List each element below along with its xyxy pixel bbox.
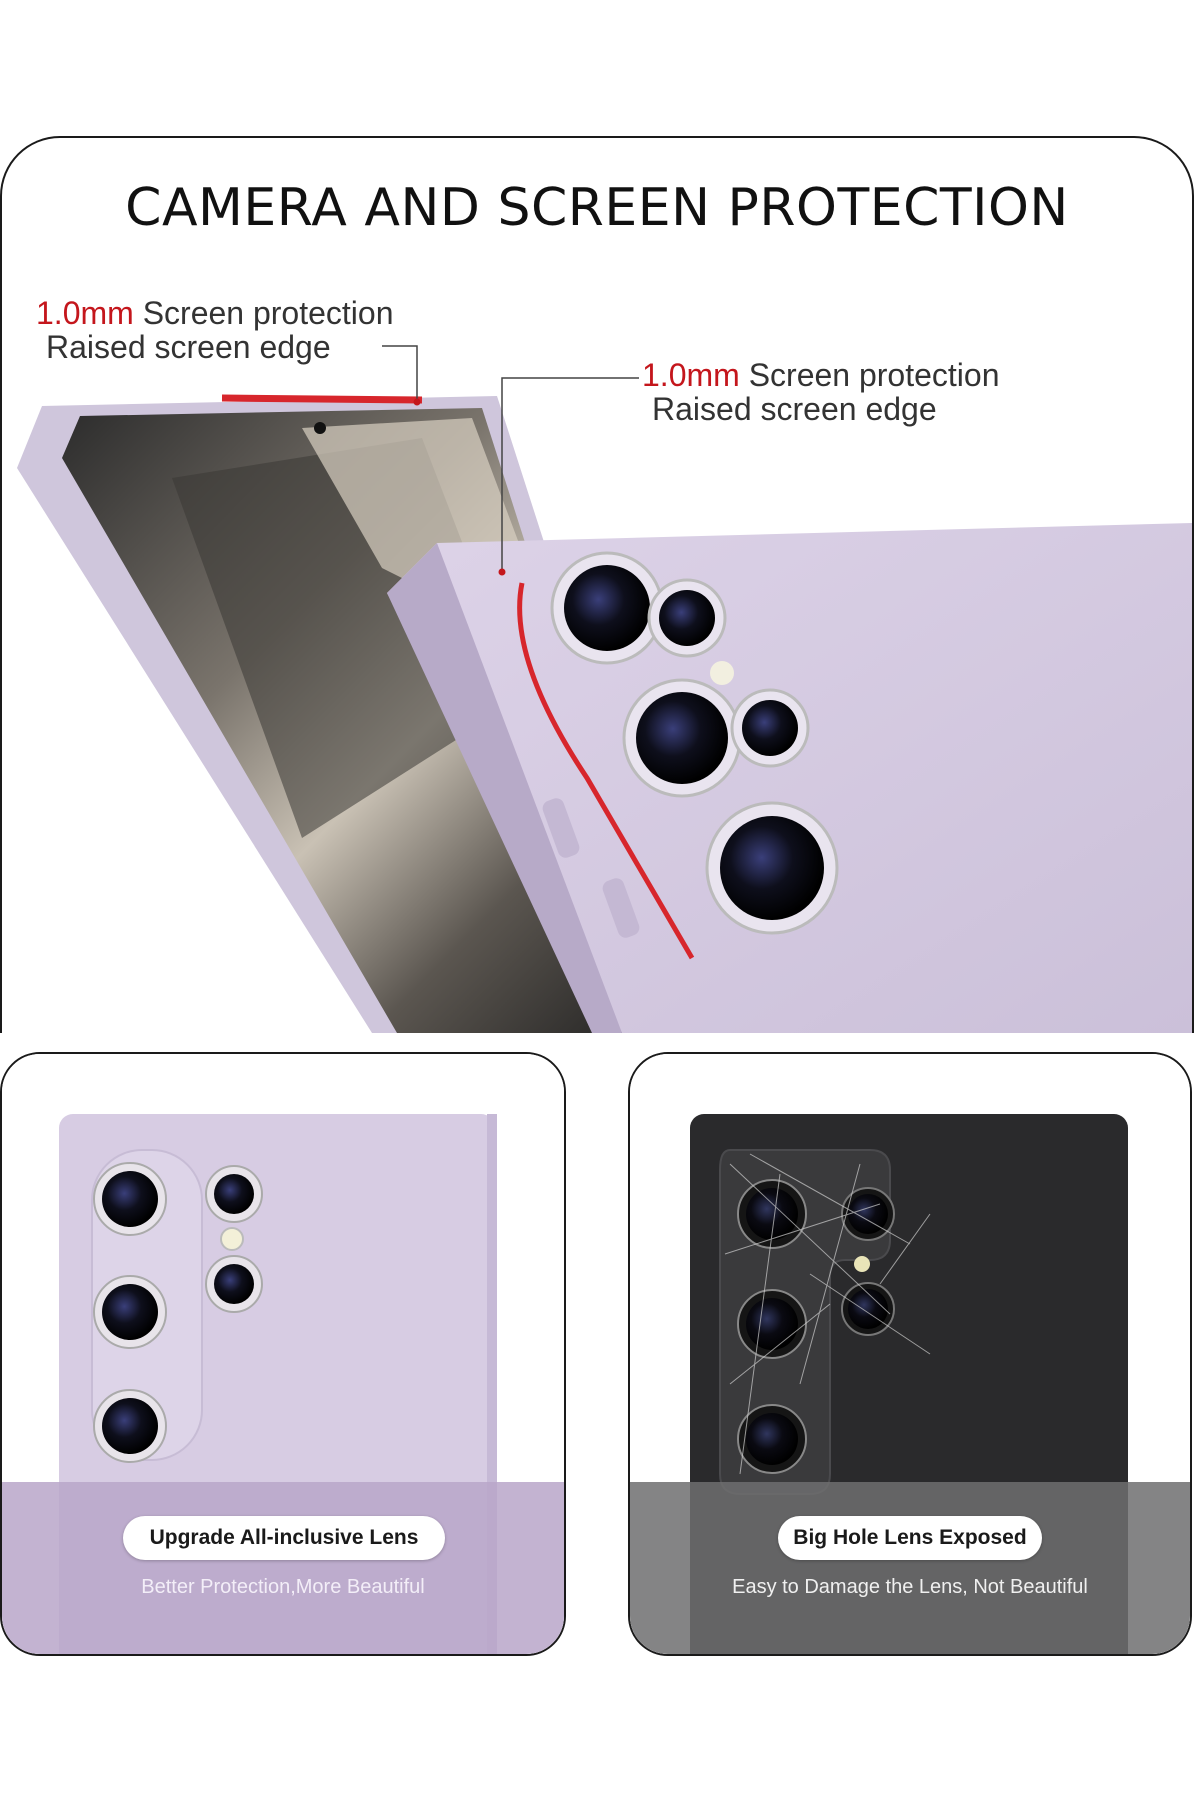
callout-right-text: Screen protection xyxy=(739,357,1000,393)
page-title: CAMERA AND SCREEN PROTECTION xyxy=(125,178,1069,238)
callout-left-highlight: 1.0mm xyxy=(36,295,134,331)
back-red-edge xyxy=(517,582,695,960)
crack-lines xyxy=(724,1153,931,1475)
front-red-edge xyxy=(221,394,423,404)
big-hole-caption: Easy to Damage the Lens, Not Beautiful xyxy=(732,1576,1088,1598)
upgrade-lens-caption: Better Protection,More Beautiful xyxy=(141,1576,425,1598)
callout-left: 1.0mm Screen protection Raised screen ed… xyxy=(36,296,394,364)
caption-band xyxy=(630,1482,1190,1654)
caption-band xyxy=(2,1482,564,1654)
callout-left-leader xyxy=(382,345,418,400)
phone-illustration xyxy=(17,345,1192,1033)
callout-right: 1.0mm Screen protection Raised screen ed… xyxy=(642,358,1000,426)
callout-right-line2: Raised screen edge xyxy=(652,391,937,427)
callout-left-line1: 1.0mm Screen protection xyxy=(36,296,394,330)
top-panel: CAMERA AND SCREEN PROTECTION xyxy=(0,136,1194,1033)
black-case-illustration xyxy=(630,1054,1190,1654)
lens-group xyxy=(93,1162,263,1463)
bottom-right-panel: Big Hole Lens Exposed Easy to Damage the… xyxy=(628,1052,1192,1656)
callout-left-text: Screen protection xyxy=(133,295,394,331)
big-hole-pill: Big Hole Lens Exposed xyxy=(778,1516,1042,1560)
exposed-lens-group xyxy=(737,1179,895,1474)
callout-right-highlight: 1.0mm xyxy=(642,357,740,393)
callout-right-leader xyxy=(501,377,639,570)
callout-right-line1: 1.0mm Screen protection xyxy=(642,358,1000,392)
upgrade-lens-pill: Upgrade All-inclusive Lens xyxy=(123,1516,445,1560)
callout-left-line2: Raised screen edge xyxy=(46,329,331,365)
camera-module xyxy=(550,551,839,935)
bottom-left-panel: Upgrade All-inclusive Lens Better Protec… xyxy=(0,1052,566,1656)
lavender-case-illustration xyxy=(2,1054,564,1654)
